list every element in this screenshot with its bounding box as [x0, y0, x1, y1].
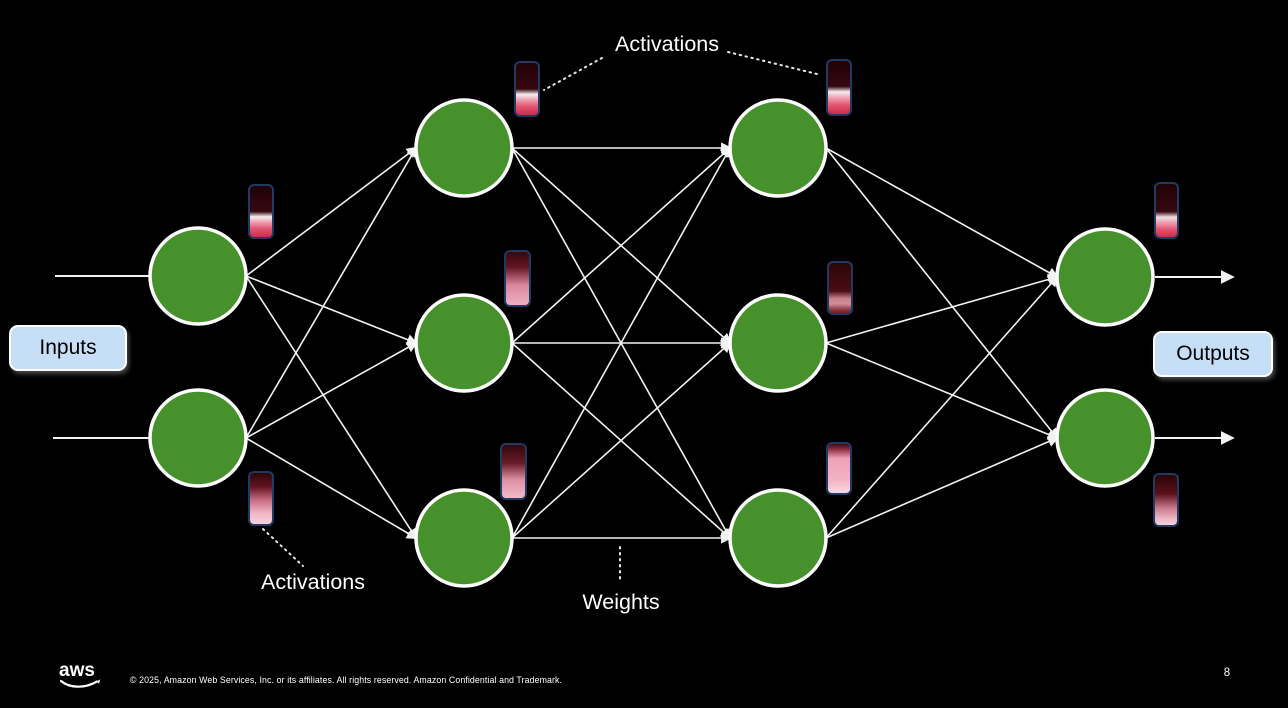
weight-connection-line — [245, 341, 418, 439]
neuron-hidden1 — [414, 293, 514, 393]
copyright-text: © 2025, Amazon Web Services, Inc. or its… — [130, 675, 563, 685]
activation-bar-bar-input-bottom — [248, 471, 274, 526]
aws-logo-text: aws — [59, 660, 95, 681]
aws-logo: aws — [59, 660, 101, 688]
weight-connection-line — [511, 341, 732, 539]
activations-bottom-label: Activations — [261, 570, 365, 594]
weight-connection-line — [245, 437, 418, 540]
weight-connection-line — [245, 275, 419, 345]
inputs-label: Inputs — [39, 336, 97, 359]
neuron-hidden2 — [728, 293, 828, 393]
activation-bar-bar-output-bottom — [1153, 473, 1179, 527]
dotted-leader-line — [543, 57, 603, 91]
weight-connection-line — [825, 274, 1060, 344]
neuron-input — [148, 226, 248, 326]
weight-connection-line — [825, 147, 1059, 440]
weight-connection-line — [825, 436, 1060, 539]
neuron-hidden1 — [414, 98, 514, 198]
dotted-leader-line — [727, 51, 822, 76]
neuron-input — [148, 388, 248, 488]
dotted-leader-line — [262, 528, 304, 567]
activation-bar-bar-h1-top — [514, 61, 540, 117]
activation-bar-bar-h2-top — [826, 59, 852, 116]
weight-connection-line — [511, 146, 732, 539]
weight-connection-line — [825, 275, 1059, 539]
weight-connection-line — [245, 275, 418, 540]
activation-bar-bar-output-top — [1154, 182, 1179, 239]
activation-bar-bar-h2-bottom — [826, 442, 852, 495]
activation-bar-bar-input-top — [248, 184, 274, 239]
weight-connection-line — [825, 147, 1059, 279]
aws-smile-arrowhead-icon — [97, 679, 101, 684]
neuron-hidden1 — [414, 488, 514, 588]
activation-bar-bar-h1-bottom — [500, 443, 527, 500]
weight-connection-line — [245, 146, 418, 439]
neuron-output — [1055, 227, 1155, 327]
outputs-label: Outputs — [1176, 342, 1250, 365]
neuron-hidden2 — [728, 98, 828, 198]
neuron-output — [1055, 388, 1155, 488]
page-number: 8 — [1223, 667, 1231, 679]
activation-bar-bar-h1-middle — [504, 250, 531, 307]
weight-connection-line — [511, 146, 732, 344]
weight-connection-line — [245, 146, 418, 277]
weights-label: Weights — [582, 590, 660, 614]
neuron-hidden2 — [728, 488, 828, 588]
activations-top-label: Activations — [615, 32, 719, 56]
inputs-label-box: Inputs — [9, 325, 127, 371]
aws-smile-icon — [59, 679, 99, 688]
outputs-label-box: Outputs — [1153, 331, 1273, 377]
weight-connection-line — [825, 342, 1060, 440]
activation-bar-bar-h2-middle — [827, 261, 853, 315]
